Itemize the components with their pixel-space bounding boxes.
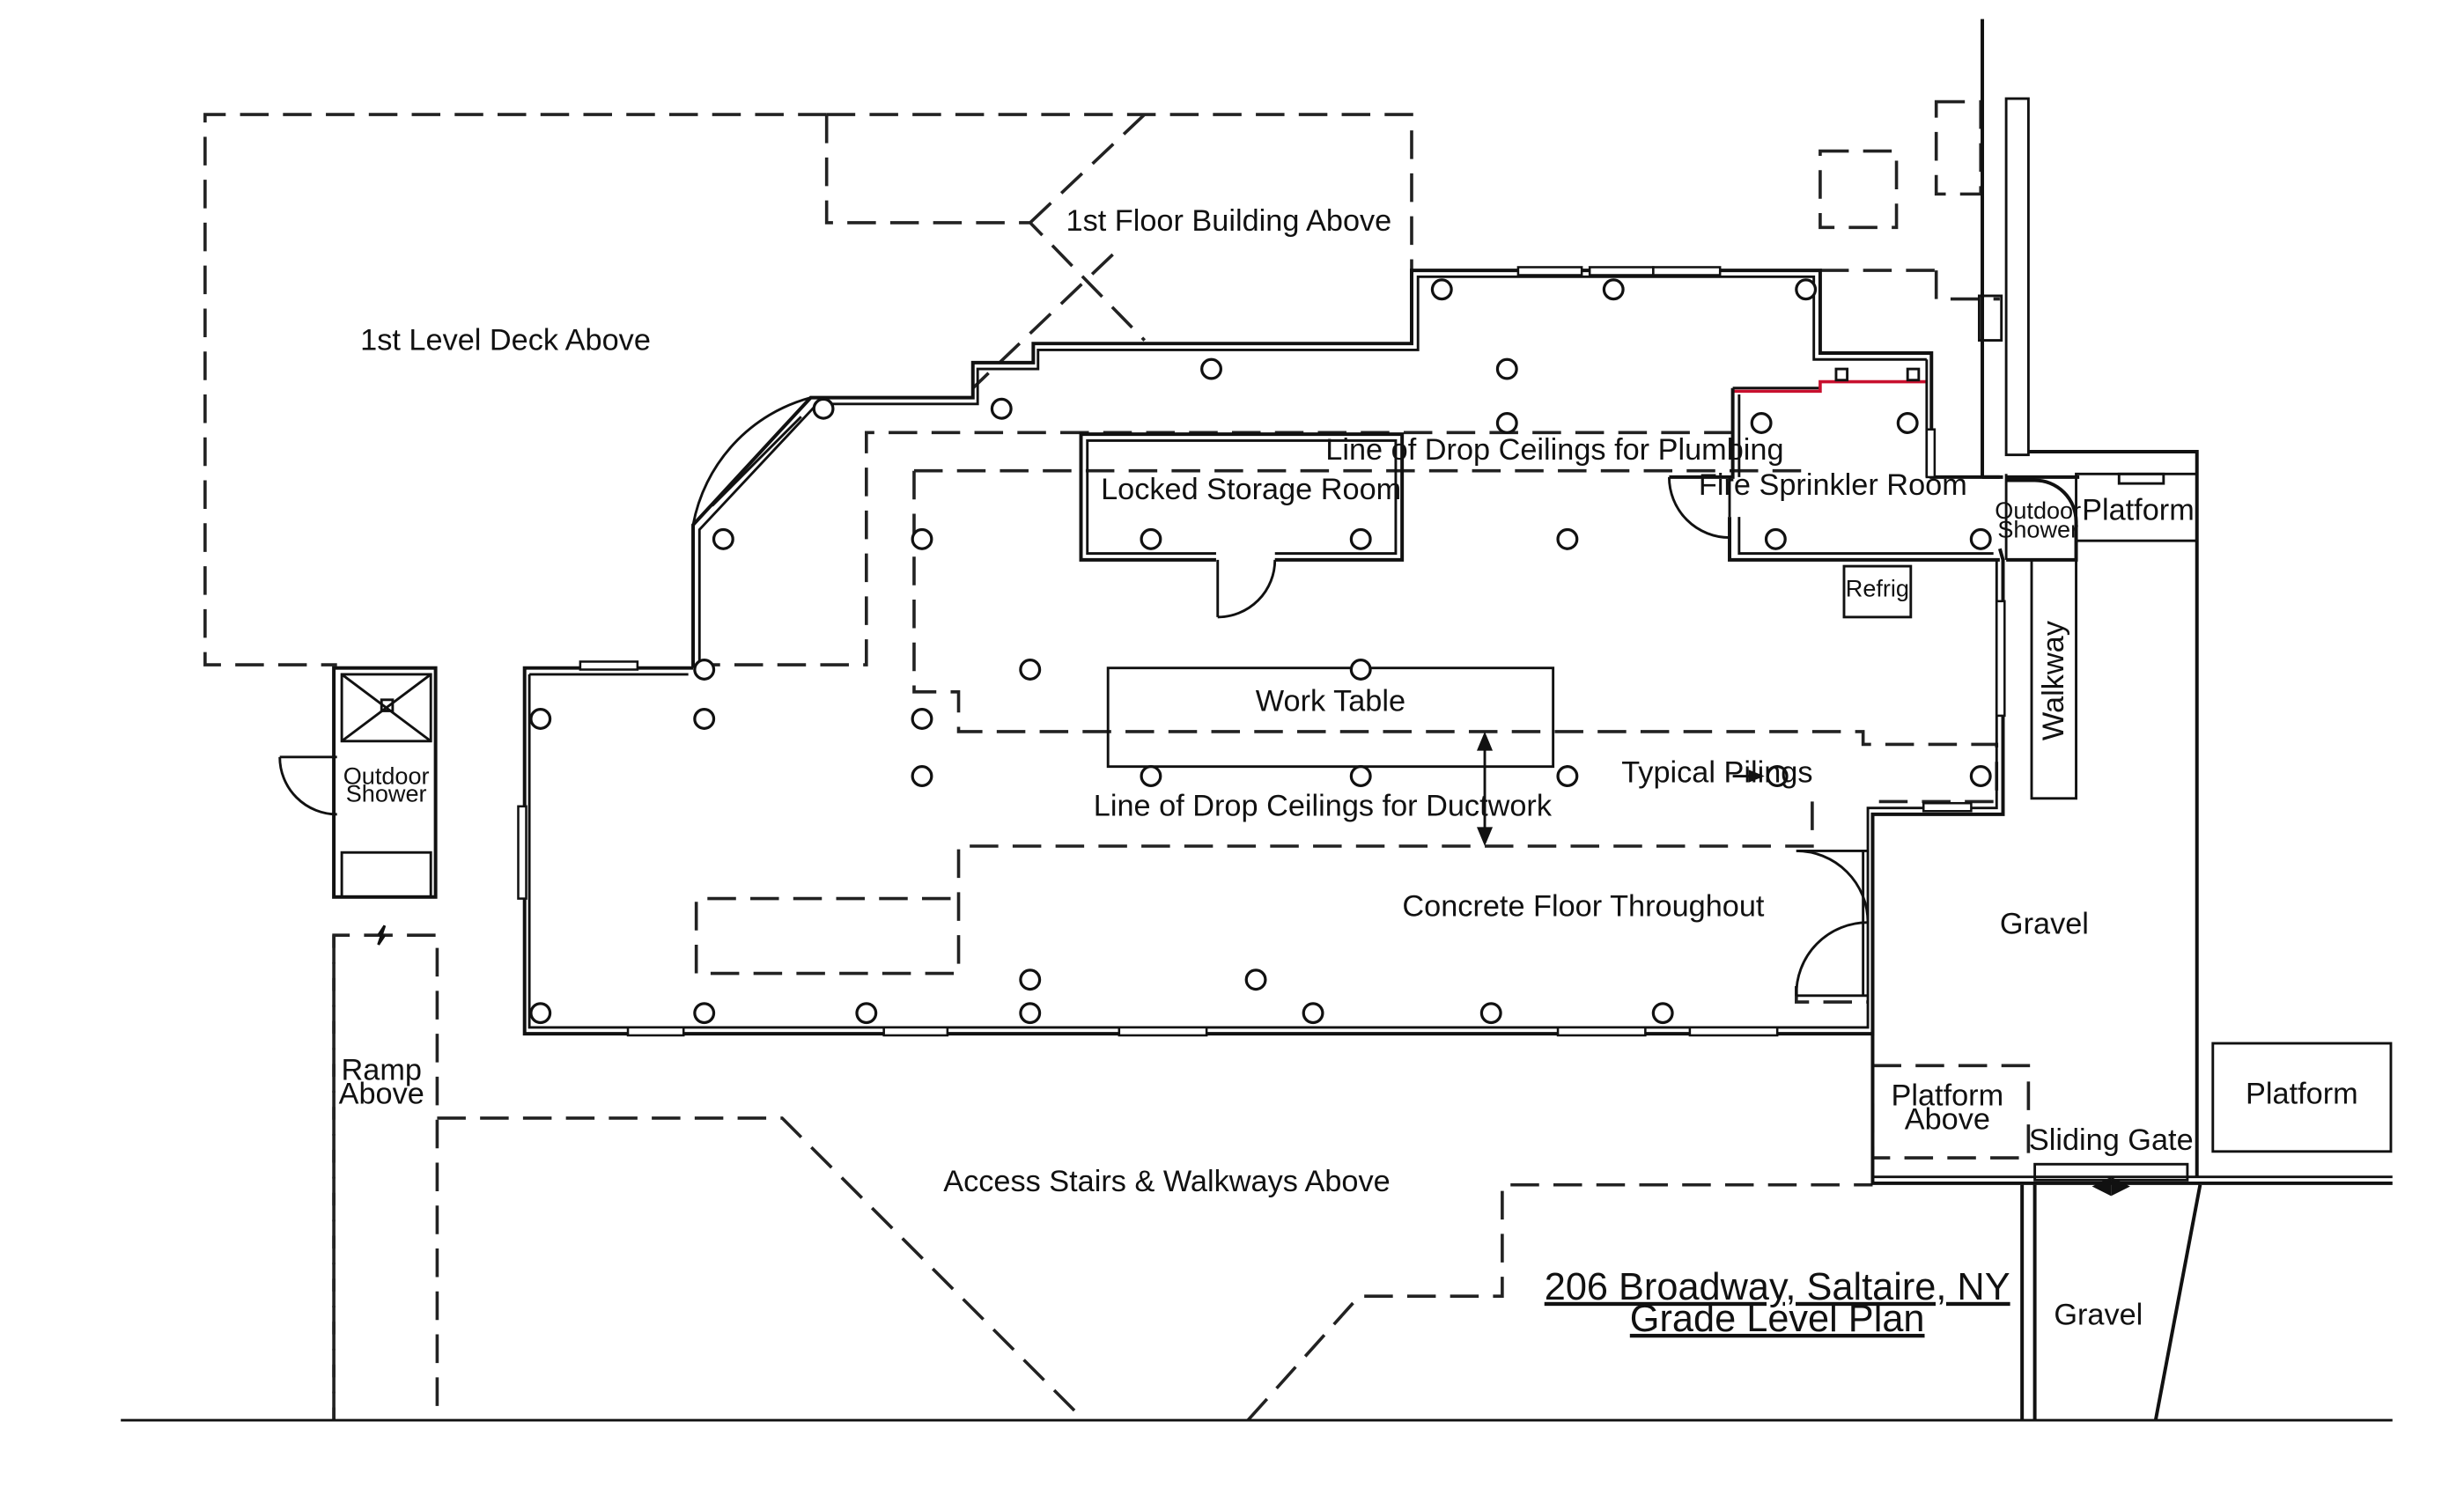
label-platform-above-1: Platform: [1891, 1079, 2003, 1112]
labels: 1st Level Deck Above 1st Floor Building …: [339, 204, 2358, 1332]
label-deck-above: 1st Level Deck Above: [360, 323, 651, 357]
title-block: 206 Broadway, Saltaire, NY Grade Level P…: [1545, 1266, 2010, 1340]
main-exterior-wall: [522, 269, 2005, 1036]
label-platform-top: Platform: [2082, 494, 2195, 527]
right-fence-and-lot: [1870, 18, 2393, 1185]
label-ramp-1: Ramp: [342, 1054, 422, 1087]
platform-top-right: [2075, 472, 2199, 542]
label-platform-right: Platform: [2246, 1078, 2358, 1111]
label-refrig: Refrig: [1846, 574, 1909, 601]
label-locked-storage: Locked Storage Room: [1101, 473, 1401, 506]
typical-pilings-arrow: [1732, 770, 1765, 783]
ramp-above-outline: [332, 933, 439, 1421]
label-ductwork-ceiling: Line of Drop Ceilings for Ductwork: [1094, 790, 1553, 823]
title-plan-name: Grade Level Plan: [1630, 1298, 1925, 1340]
windows: [517, 266, 2006, 1037]
pilings: [529, 278, 1992, 1025]
work-table: [1106, 666, 1555, 769]
label-platform-above-2: Above: [1905, 1103, 1990, 1137]
outdoor-shower-left: [278, 666, 438, 899]
double-doors: [1795, 849, 1870, 998]
locked-storage-room-walls: [1079, 432, 1405, 619]
title-address: 206 Broadway, Saltaire, NY: [1545, 1266, 2010, 1308]
label-outdoor-shower-left-1: Outdoor: [343, 762, 430, 790]
platform-right-outline: [2211, 1042, 2393, 1153]
label-typical-pilings: Typical Pilings: [1621, 756, 1812, 790]
ductwork-dimension-arrow: [1476, 731, 1494, 846]
label-access-stairs: Access Stairs & Walkways Above: [943, 1165, 1390, 1198]
label-building-above: 1st Floor Building Above: [1066, 204, 1392, 238]
label-outdoor-shower-left-2: Shower: [346, 779, 427, 806]
deck-above-outline: [203, 113, 1413, 666]
label-outdoor-shower-right-1: Outdoor: [1995, 497, 2081, 524]
label-gravel-2: Gravel: [2054, 1299, 2143, 1332]
label-gravel-1: Gravel: [2000, 907, 2089, 940]
access-stairs-outline: [437, 1116, 1873, 1422]
drop-ceiling-ductwork-line: [694, 468, 1999, 1004]
label-work-table: Work Table: [1256, 684, 1405, 718]
ramp-break-symbol: [377, 924, 387, 946]
walkway-outline: [2030, 558, 2077, 800]
lower-gravel-drive: [2020, 1184, 2202, 1421]
label-walkway: Walkway: [2037, 620, 2070, 740]
refrigerator: [1842, 564, 1913, 619]
red-property-line: [1732, 379, 1927, 394]
label-outdoor-shower-right-2: Shower: [1997, 516, 2078, 543]
label-concrete-floor: Concrete Floor Throughout: [1402, 889, 1764, 923]
label-sliding-gate: Sliding Gate: [2029, 1123, 2194, 1157]
label-plumbing-ceiling: Line of Drop Ceilings for Plumbing: [1325, 433, 1783, 467]
label-ramp-2: Above: [339, 1078, 424, 1111]
sliding-gate: [2033, 1162, 2189, 1197]
label-fire-sprinkler: Fire Sprinkler Room: [1699, 468, 1967, 502]
top-dashed-boxes: [1818, 99, 1983, 230]
